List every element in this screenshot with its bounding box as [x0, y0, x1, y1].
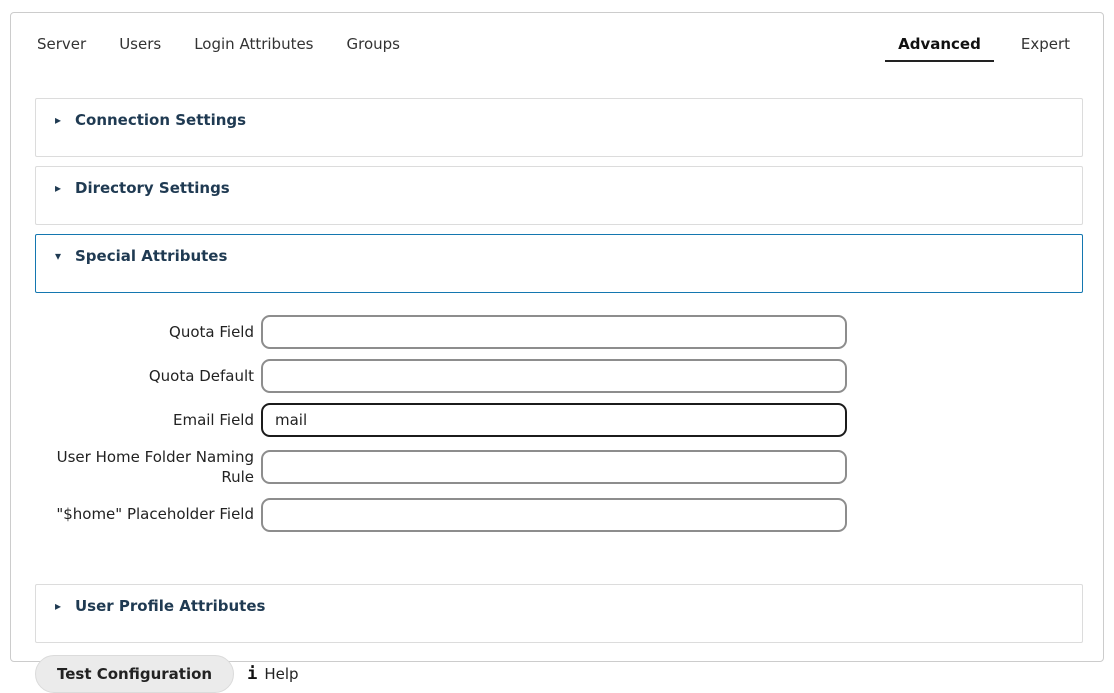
chevron-down-icon: ▾: [52, 250, 64, 262]
footer: Test Configuration i Help: [35, 655, 1083, 693]
help-label: Help: [264, 665, 298, 683]
section-header: ▸ Connection Settings: [52, 111, 1066, 129]
section-title: Special Attributes: [75, 247, 227, 265]
tab-expert[interactable]: Expert: [1008, 31, 1083, 62]
section-header: ▾ Special Attributes: [52, 247, 1066, 265]
quota-default-input[interactable]: [261, 359, 847, 393]
help-link[interactable]: i Help: [247, 664, 298, 684]
tab-groups[interactable]: Groups: [345, 31, 402, 62]
home-folder-rule-label: User Home Folder Naming Rule: [35, 447, 261, 488]
section-connection-settings[interactable]: ▸ Connection Settings: [35, 98, 1083, 157]
test-configuration-button[interactable]: Test Configuration: [35, 655, 234, 693]
email-field-input[interactable]: [261, 403, 847, 437]
tab-users[interactable]: Users: [117, 31, 163, 62]
ldap-settings-panel: Server Users Login Attributes Groups Adv…: [10, 12, 1104, 662]
tab-advanced[interactable]: Advanced: [885, 31, 994, 62]
section-directory-settings[interactable]: ▸ Directory Settings: [35, 166, 1083, 225]
chevron-right-icon: ▸: [52, 182, 64, 194]
section-header: ▸ Directory Settings: [52, 179, 1066, 197]
info-icon: i: [247, 664, 257, 684]
quota-field-label: Quota Field: [35, 322, 261, 342]
tab-group-left: Server Users Login Attributes Groups: [35, 31, 402, 62]
email-field-label: Email Field: [35, 410, 261, 430]
tab-server[interactable]: Server: [35, 31, 88, 62]
special-attributes-form: Quota Field Quota Default Email Field Us…: [35, 293, 1083, 558]
section-title: User Profile Attributes: [75, 597, 265, 615]
section-title: Directory Settings: [75, 179, 230, 197]
home-placeholder-label: "$home" Placeholder Field: [35, 504, 261, 524]
form-row-home-folder-rule: User Home Folder Naming Rule: [35, 447, 1083, 488]
home-folder-rule-input[interactable]: [261, 450, 847, 484]
tab-bar: Server Users Login Attributes Groups Adv…: [35, 31, 1083, 62]
quota-default-label: Quota Default: [35, 366, 261, 386]
form-row-home-placeholder: "$home" Placeholder Field: [35, 498, 1083, 532]
section-special-attributes[interactable]: ▾ Special Attributes: [35, 234, 1083, 293]
home-placeholder-input[interactable]: [261, 498, 847, 532]
form-row-email-field: Email Field: [35, 403, 1083, 437]
tab-group-right: Advanced Expert: [885, 31, 1083, 62]
chevron-right-icon: ▸: [52, 114, 64, 126]
form-row-quota-default: Quota Default: [35, 359, 1083, 393]
quota-field-input[interactable]: [261, 315, 847, 349]
form-row-quota-field: Quota Field: [35, 315, 1083, 349]
chevron-right-icon: ▸: [52, 600, 64, 612]
section-title: Connection Settings: [75, 111, 246, 129]
section-user-profile-attributes[interactable]: ▸ User Profile Attributes: [35, 584, 1083, 643]
section-header: ▸ User Profile Attributes: [52, 597, 1066, 615]
tab-login-attributes[interactable]: Login Attributes: [192, 31, 315, 62]
